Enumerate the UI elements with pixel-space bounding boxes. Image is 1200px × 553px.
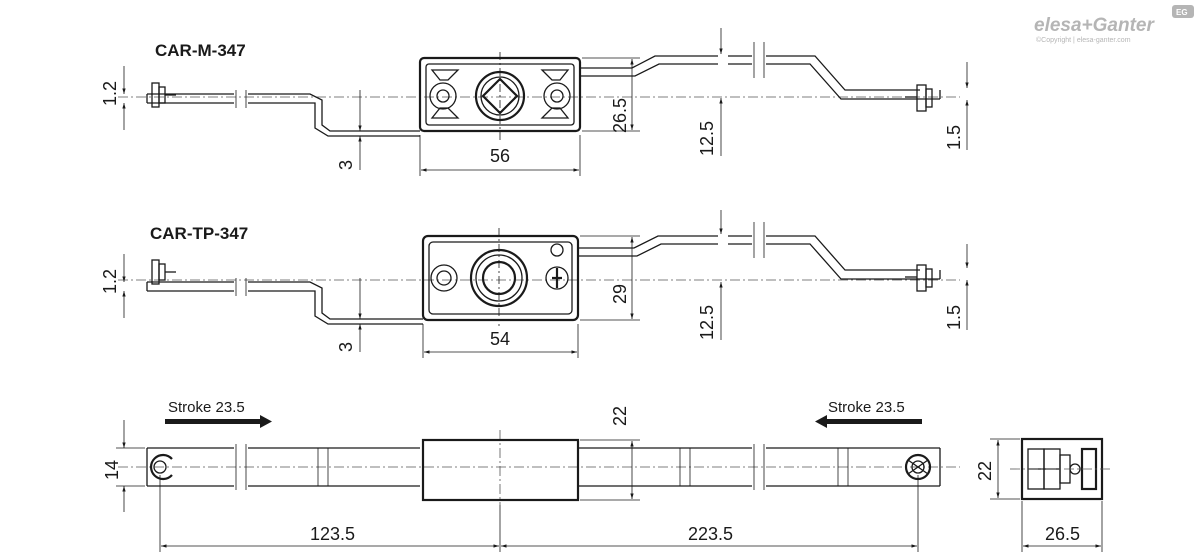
svg-text:1.5: 1.5 — [944, 305, 964, 330]
svg-text:22: 22 — [975, 461, 995, 481]
c-clip-left-icon — [150, 453, 173, 481]
svg-text:1.2: 1.2 — [100, 81, 120, 106]
rod-end-pin-left — [151, 259, 176, 285]
dimension-body-height: 26.5 — [582, 57, 640, 133]
brand-logo: elesa+Ganter ©Copyright | elesa-ganter.c… — [1034, 5, 1194, 44]
dimension-body-width: 56 — [419, 135, 581, 176]
view-car-tp-347: CAR-TP-347 — [100, 210, 969, 358]
svg-text:22: 22 — [610, 406, 630, 426]
rod-left-upper — [147, 93, 420, 132]
view-plan: Stroke 23.5 Stroke 23.5 — [102, 399, 960, 552]
svg-text:56: 56 — [490, 146, 510, 166]
rod-left — [146, 447, 420, 487]
key-cylinder-icon — [545, 266, 569, 290]
lock-body-car-tp — [421, 234, 580, 322]
dimension-body-width: 54 — [422, 324, 579, 358]
screw-right-icon — [543, 82, 571, 110]
svg-text:26.5: 26.5 — [610, 98, 630, 133]
dimension-rod-width: 14 — [102, 420, 145, 512]
dimension-side-height: 22 — [975, 438, 1020, 500]
svg-text:223.5: 223.5 — [688, 524, 733, 544]
rod-right-upper — [580, 55, 920, 91]
logo-badge — [1172, 5, 1194, 18]
logo-text: elesa+Ganter — [1034, 15, 1155, 36]
dimension-offset: 12.5 — [697, 210, 723, 340]
svg-text:3: 3 — [336, 342, 356, 352]
rod-right — [578, 447, 941, 487]
screw-left-icon — [429, 82, 457, 110]
screw-left-icon — [430, 264, 458, 292]
stroke-arrow-left: Stroke 23.5 — [165, 399, 272, 428]
dimension-body-width: 22 — [580, 406, 640, 501]
rod-right-lower — [580, 63, 940, 100]
copyright-text: ©Copyright | elesa-ganter.com — [1036, 36, 1131, 44]
rod-left-upper — [147, 281, 423, 320]
dimension-right-length: 223.5 — [501, 475, 919, 552]
indicator-hole-icon — [550, 243, 564, 257]
dimension-right-gap: 1.5 — [944, 62, 969, 150]
rod-end-pin-left — [151, 82, 176, 108]
dimension-left-gap: 1.2 — [100, 254, 126, 318]
svg-text:Stroke 23.5: Stroke 23.5 — [828, 399, 905, 416]
rod-right-lower — [578, 243, 940, 280]
dimension-body-height: 29 — [580, 235, 640, 321]
svg-text:29: 29 — [610, 284, 630, 304]
logo-badge-text: EG — [1176, 8, 1188, 17]
rod-end-pin-right — [905, 84, 933, 112]
svg-text:54: 54 — [490, 329, 510, 349]
dimension-rod-thickness: 3 — [336, 278, 362, 352]
svg-text:12.5: 12.5 — [697, 121, 717, 156]
svg-text:1.2: 1.2 — [100, 269, 120, 294]
dimension-left-gap: 1.2 — [100, 66, 126, 130]
svg-text:26.5: 26.5 — [1045, 524, 1080, 544]
lock-body-plan — [421, 438, 580, 502]
dimension-right-gap: 1.5 — [944, 244, 969, 330]
svg-text:3: 3 — [336, 160, 356, 170]
rod-right-upper — [578, 235, 920, 271]
svg-text:123.5: 123.5 — [310, 524, 355, 544]
svg-text:1.5: 1.5 — [944, 125, 964, 150]
dimension-offset: 12.5 — [697, 28, 723, 156]
svg-text:12.5: 12.5 — [697, 305, 717, 340]
view-side: 22 26.5 — [975, 437, 1112, 552]
view-title-car-tp: CAR-TP-347 — [150, 224, 248, 243]
svg-text:Stroke 23.5: Stroke 23.5 — [168, 399, 245, 416]
rod-end-pin-right — [905, 264, 933, 292]
stroke-arrow-right: Stroke 23.5 — [815, 399, 922, 428]
svg-text:14: 14 — [102, 460, 122, 480]
dimension-side-width: 26.5 — [1021, 501, 1103, 552]
view-car-m-347: CAR-M-347 — [100, 28, 969, 176]
dimension-rod-thickness: 3 — [336, 90, 362, 170]
dimension-left-length: 123.5 — [159, 475, 501, 552]
view-title-car-m: CAR-M-347 — [155, 41, 246, 60]
